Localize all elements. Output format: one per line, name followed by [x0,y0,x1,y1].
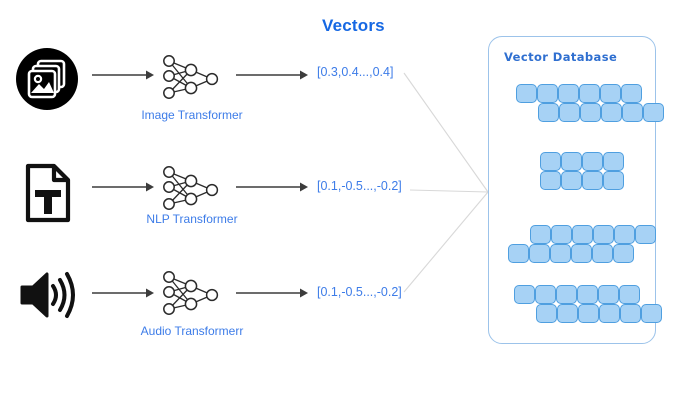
vector-cell [593,225,614,244]
vector-cell [643,103,664,122]
vector-cell [582,152,603,171]
vector-value-audio: [0.1,-0.5...,-0.2] [317,285,402,299]
vector-cell [514,285,535,304]
image-stack-icon [14,46,80,112]
neural-network-icon-audio [158,268,224,320]
vector-value-image: [0.3,0.4...,0.4] [317,65,394,79]
vector-cell [603,152,624,171]
vector-cell [578,304,599,323]
vector-cell [558,84,579,103]
vector-cell [540,152,561,171]
vector-cell [619,285,640,304]
vector-cell [572,225,593,244]
vector-cell [601,103,622,122]
arrow-audio-to-transformer [92,286,154,300]
vector-cell [641,304,662,323]
arrow-text-to-transformer [92,180,154,194]
vector-cell [551,225,572,244]
vector-cell [538,103,559,122]
vector-cell [600,84,621,103]
vector-cell [614,225,635,244]
audio-speaker-icon [14,262,80,328]
vector-cell [621,84,642,103]
vector-cell [557,304,578,323]
arrow-transformer-to-vector-audio [236,286,308,300]
vector-cell [579,84,600,103]
vector-cell [561,152,582,171]
neural-network-icon-image [158,52,224,104]
vector-cell [508,244,529,263]
vector-cell [536,304,557,323]
vector-cell [580,103,601,122]
neural-network-icon-nlp [158,163,224,215]
vector-cell [537,84,558,103]
arrow-transformer-to-vector-image [236,68,308,82]
vector-cell [516,84,537,103]
arrow-image-to-transformer [92,68,154,82]
vector-cell [577,285,598,304]
vector-cell [540,171,561,190]
vector-cell [571,244,592,263]
vector-cell [599,304,620,323]
vector-cell [535,285,556,304]
vector-cell [622,103,643,122]
vector-cell [530,225,551,244]
transformer-label-nlp: NLP Transformer [146,212,238,226]
vector-cell [529,244,550,263]
vector-cell [582,171,603,190]
vector-cell [603,171,624,190]
vector-cell [556,285,577,304]
text-document-icon [14,160,80,226]
page-title: Vectors [322,16,385,35]
vector-cell [550,244,571,263]
vector-cell [620,304,641,323]
vector-cell [613,244,634,263]
vector-cell [592,244,613,263]
vector-database-title: Vector Database [504,50,618,64]
vector-value-nlp: [0.1,-0.5...,-0.2] [317,179,402,193]
transformer-label-audio: Audio Transformerr [140,324,244,338]
transformer-label-image: Image Transformer [141,108,243,122]
vector-cell [598,285,619,304]
vector-cell [561,171,582,190]
arrow-transformer-to-vector-nlp [236,180,308,194]
vector-cell [559,103,580,122]
vector-cell [635,225,656,244]
